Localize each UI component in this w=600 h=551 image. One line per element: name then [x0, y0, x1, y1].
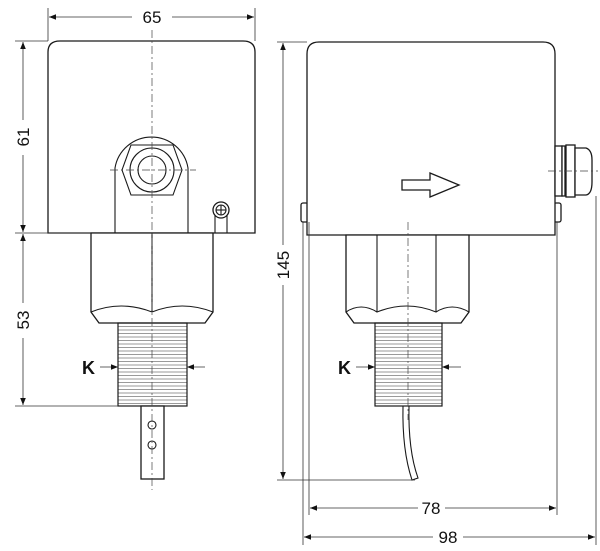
thread-label-front: K [82, 358, 95, 378]
dim-53: 53 [14, 311, 33, 330]
dim-65: 65 [143, 8, 162, 27]
housing-side [306, 41, 556, 236]
cable [402, 405, 419, 481]
hex-body-side [345, 234, 470, 324]
dim-98: 98 [439, 528, 458, 547]
probe-stem [140, 405, 165, 480]
dim-145: 145 [274, 251, 293, 279]
thread-side [374, 322, 443, 407]
dim-78: 78 [422, 499, 441, 518]
ground-screw-icon [212, 201, 230, 233]
arch-boss [114, 136, 189, 233]
dim-61: 61 [14, 128, 33, 147]
side-view: K 145 78 98 [274, 41, 598, 547]
thread-front [117, 322, 188, 407]
flow-arrow-icon [401, 172, 461, 198]
front-view: K 65 61 53 [14, 8, 256, 490]
cable-gland [548, 144, 598, 198]
thread-label-side: K [338, 358, 351, 378]
